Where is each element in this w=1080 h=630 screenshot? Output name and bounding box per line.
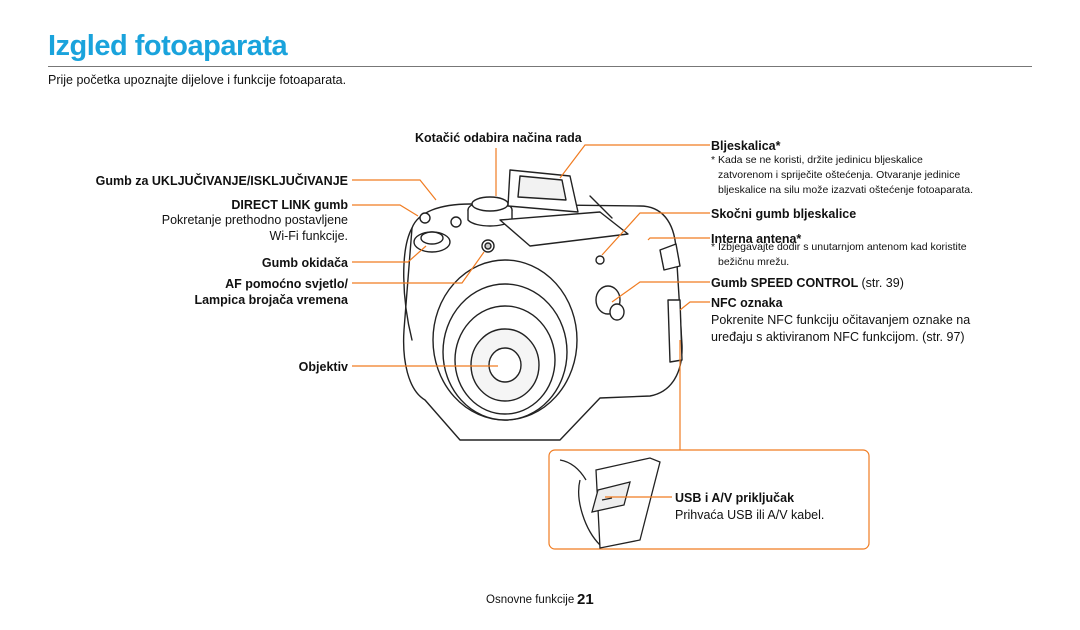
- direct-link-desc-2: Wi-Fi funkcije.: [269, 229, 348, 243]
- label-shutter: Gumb okidača: [261, 256, 348, 270]
- page-title: Izgled fotoaparata: [48, 30, 288, 62]
- label-usb-port: USB i A/V priključak: [675, 491, 795, 505]
- label-mode-dial: Kotačić odabira načina rada: [415, 131, 582, 145]
- nfc-desc-2: uređaju s aktiviranom NFC funkcijom. (st…: [711, 330, 965, 344]
- flash-note-2: zatvorenom i spriječite oštećenja. Otvar…: [718, 169, 961, 181]
- label-flash-popup: Skočni gumb bljeskalice: [711, 207, 857, 221]
- label-flash: Bljeskalica*: [711, 139, 781, 153]
- footer-section: Osnovne funkcije: [486, 594, 575, 606]
- flash-note-3: bljeskalice na silu može izazvati ošteće…: [718, 184, 974, 196]
- direct-link-desc-1: Pokretanje prethodno postavljene: [161, 213, 348, 227]
- speed-control-name: Gumb SPEED CONTROL: [711, 276, 859, 290]
- antenna-note-2: bežičnu mrežu.: [718, 256, 790, 268]
- page-number: 21: [577, 591, 594, 608]
- title-divider: [48, 66, 1032, 67]
- label-speed-control: Gumb SPEED CONTROL (str. 39): [711, 276, 904, 290]
- label-af-lamp-2: Lampica brojača vremena: [194, 293, 348, 307]
- nfc-desc-1: Pokrenite NFC funkciju očitavanjem oznak…: [711, 313, 971, 327]
- usb-desc: Prihvaća USB ili A/V kabel.: [675, 508, 825, 522]
- flash-note-1: * Kada se ne koristi, držite jedinicu bl…: [711, 154, 923, 166]
- label-lens: Objektiv: [298, 360, 348, 374]
- label-af-lamp-1: AF pomoćno svjetlo/: [225, 277, 348, 291]
- label-antenna: Interna antena*: [711, 232, 802, 246]
- label-direct-link: DIRECT LINK gumb: [231, 198, 348, 212]
- intro-text: Prije početka upoznajte dijelove i funkc…: [48, 73, 347, 87]
- speed-control-ref: (str. 39): [861, 276, 904, 290]
- label-nfc: NFC oznaka: [711, 296, 783, 310]
- label-power-button: Gumb za UKLJUČIVANJE/ISKLJUČIVANJE: [95, 174, 348, 188]
- antenna-note-1: * Izbjegavajte dodir s unutarnjom anteno…: [711, 241, 967, 253]
